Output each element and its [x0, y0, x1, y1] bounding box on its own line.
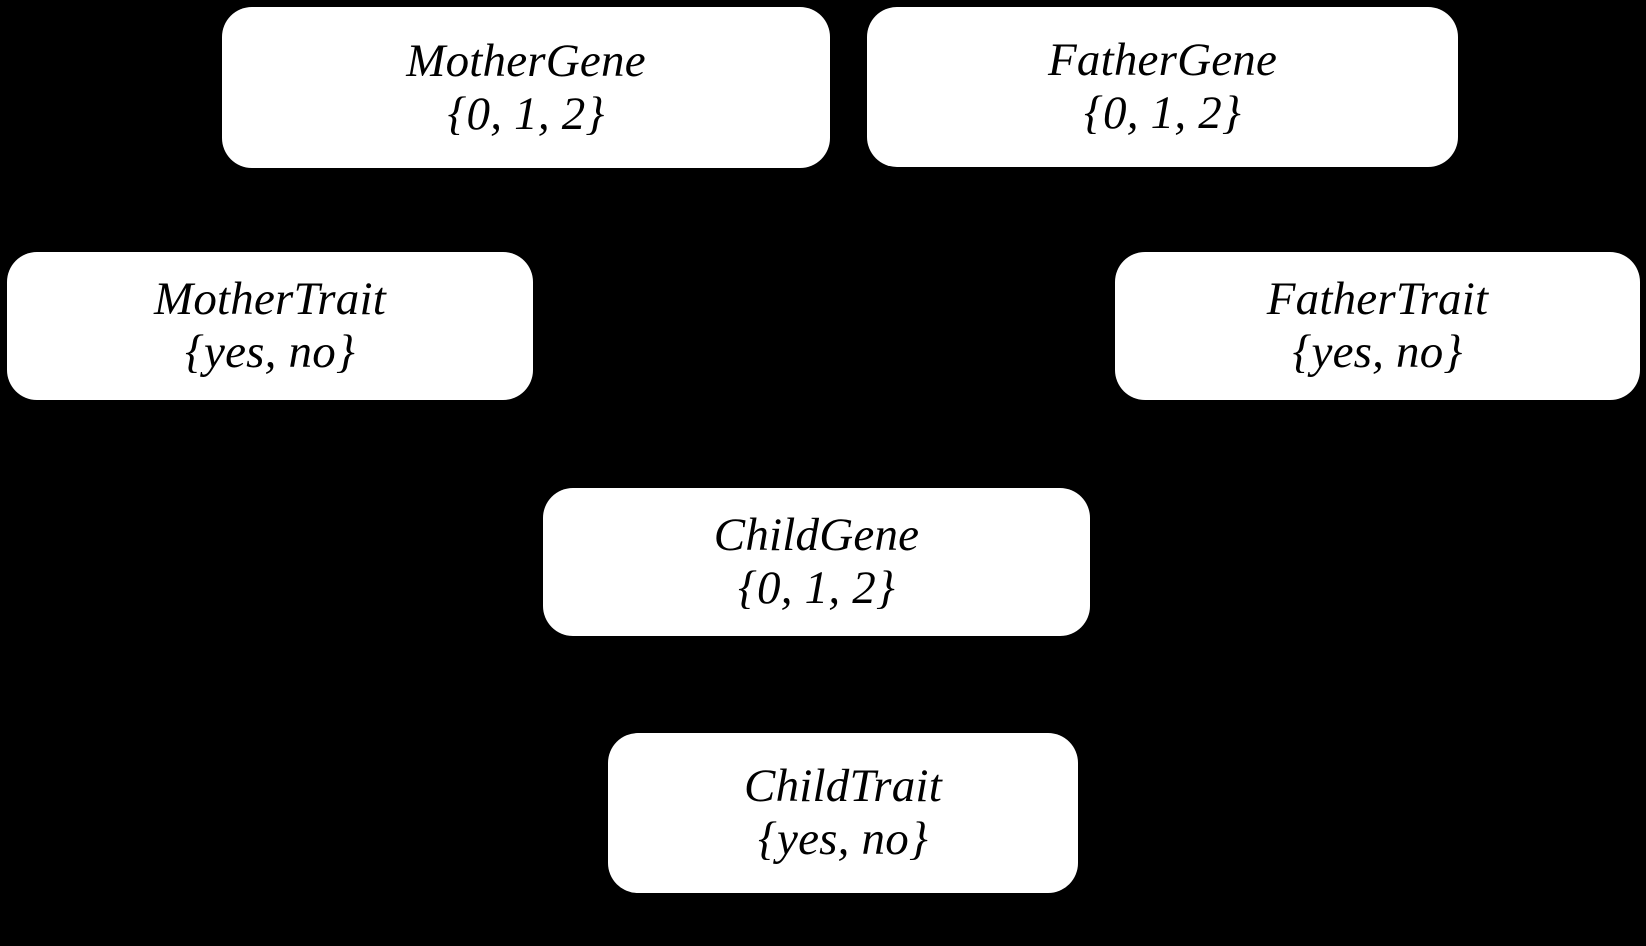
node-father-gene[interactable]: FatherGene {0, 1, 2} [867, 7, 1458, 167]
node-mother-trait-label: MotherTrait [153, 273, 386, 326]
node-father-gene-label: FatherGene [1047, 34, 1278, 87]
node-father-trait-domain: {yes, no} [1292, 326, 1463, 378]
node-child-trait-label: ChildTrait [744, 760, 942, 813]
node-mother-gene-domain: {0, 1, 2} [447, 87, 605, 140]
node-child-gene-label: ChildGene [713, 509, 920, 562]
node-mother-trait-domain: {yes, no} [185, 326, 355, 378]
node-child-trait-domain: {yes, no} [758, 813, 928, 865]
node-child-gene-domain: {0, 1, 2} [738, 562, 895, 614]
node-father-gene-domain: {0, 1, 2} [1084, 87, 1241, 139]
node-father-trait[interactable]: FatherTrait {yes, no} [1115, 252, 1640, 400]
node-mother-gene[interactable]: MotherGene {0, 1, 2} [222, 7, 830, 168]
node-child-gene[interactable]: ChildGene {0, 1, 2} [543, 488, 1090, 636]
node-mother-trait[interactable]: MotherTrait {yes, no} [7, 252, 533, 400]
node-mother-gene-label: MotherGene [406, 34, 646, 87]
node-child-trait[interactable]: ChildTrait {yes, no} [608, 733, 1078, 893]
node-father-trait-label: FatherTrait [1266, 273, 1489, 326]
